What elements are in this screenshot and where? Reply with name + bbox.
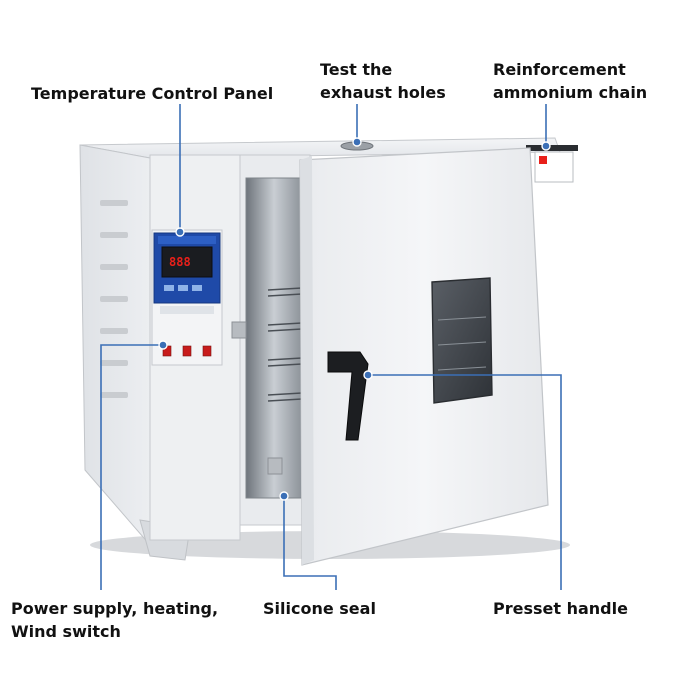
callout-text: Temperature Control Panel bbox=[31, 84, 274, 103]
warning-label-mark bbox=[539, 156, 547, 164]
callout-silicone-seal: Silicone seal bbox=[263, 597, 376, 620]
callout-temperature-control-panel: Temperature Control Panel bbox=[31, 82, 273, 105]
control-panel-title-strip bbox=[158, 236, 216, 244]
panel-key-3 bbox=[192, 285, 202, 291]
chain-bracket bbox=[526, 145, 578, 151]
callout-text-line-2: Wind switch bbox=[11, 622, 121, 641]
callout-dots bbox=[158, 137, 551, 501]
leader-power-switch bbox=[100, 344, 163, 590]
heating-switch bbox=[182, 345, 192, 357]
side-vents bbox=[100, 200, 128, 398]
callout-reinforcement-chain: Reinforcement ammonium chain bbox=[493, 58, 647, 104]
power-heating-wind-switches bbox=[162, 345, 212, 357]
door-edge bbox=[300, 156, 314, 565]
wind-switch bbox=[202, 345, 212, 357]
callout-test-exhaust-holes: Test the exhaust holes bbox=[320, 58, 446, 104]
panel-strip-lower bbox=[160, 306, 214, 314]
callout-leaders bbox=[100, 104, 562, 590]
callout-text: Silicone seal bbox=[263, 599, 376, 618]
callout-text-line-2: exhaust holes bbox=[320, 83, 446, 102]
presset-handle bbox=[327, 351, 369, 441]
callout-text: Presset handle bbox=[493, 599, 628, 618]
callout-text-line-1: Power supply, heating, bbox=[11, 599, 219, 618]
oven-shelves bbox=[267, 287, 303, 402]
temperature-readout: 888 bbox=[169, 255, 191, 269]
temperature-display bbox=[161, 246, 213, 278]
panel-key-2 bbox=[178, 285, 188, 291]
window-shelf-lines bbox=[437, 316, 487, 371]
callout-presset-handle: Presset handle bbox=[493, 597, 628, 620]
callout-text-line-1: Test the bbox=[320, 60, 393, 79]
panel-key-1 bbox=[164, 285, 174, 291]
chamber-opening bbox=[245, 177, 303, 499]
leader-silicone-seal bbox=[283, 496, 337, 590]
callout-text-line-2: ammonium chain bbox=[493, 83, 648, 102]
callout-text-line-1: Reinforcement bbox=[493, 60, 626, 79]
viewing-window bbox=[431, 277, 493, 404]
callout-power-switch: Power supply, heating, Wind switch bbox=[11, 597, 218, 643]
leader-presset-handle bbox=[368, 374, 562, 590]
lower-hinge bbox=[267, 457, 283, 475]
upper-hinge bbox=[231, 321, 247, 339]
